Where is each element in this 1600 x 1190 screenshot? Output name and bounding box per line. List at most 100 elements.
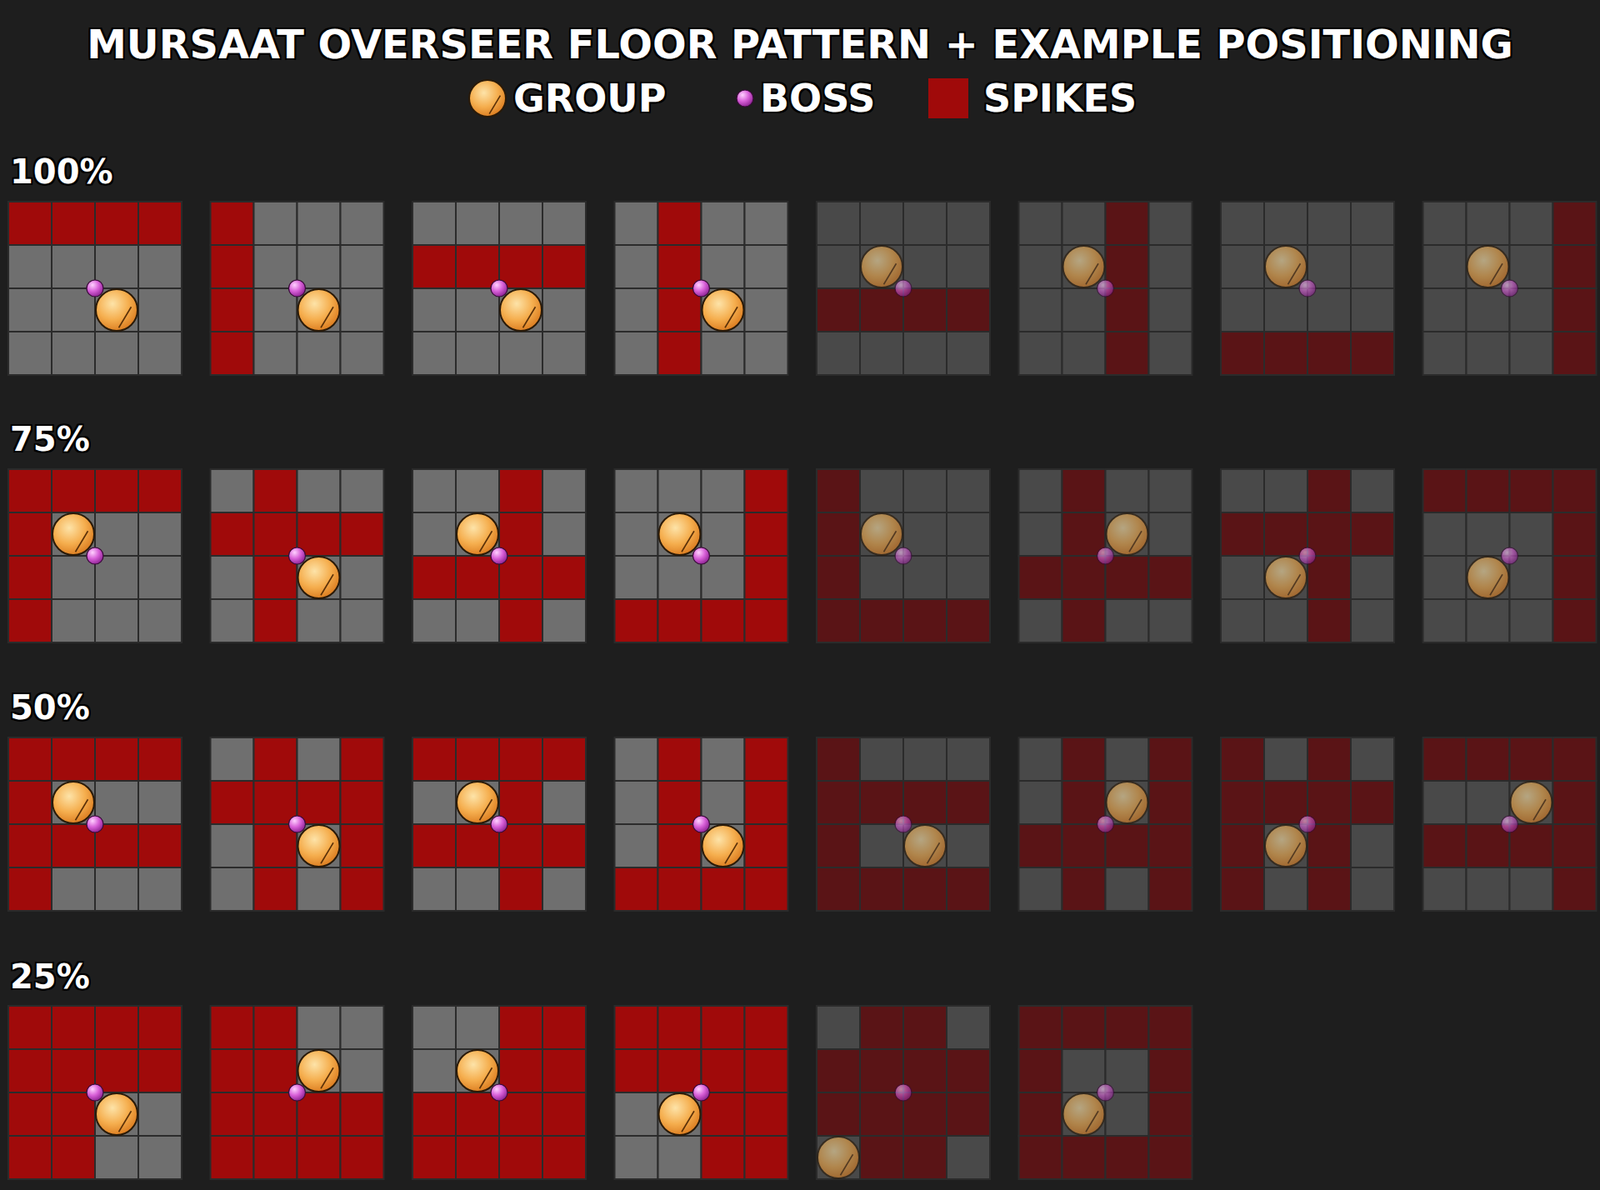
group-mark [884, 530, 897, 552]
floor-tile [95, 1092, 139, 1136]
spike-tile [1553, 780, 1597, 825]
spike-tile [210, 1092, 255, 1136]
floor-tile [297, 201, 341, 245]
floor-grid [1423, 469, 1597, 643]
group-icon [1510, 781, 1553, 824]
floor-grid [8, 1005, 182, 1180]
floor-tile [1264, 469, 1308, 513]
spike-tile [1220, 824, 1265, 868]
spike-tile [1149, 1049, 1193, 1093]
group-circle [456, 1050, 499, 1092]
floor-tile [51, 599, 95, 643]
floor-tile [138, 331, 182, 375]
spike-tile [542, 1049, 586, 1093]
floor-tile [95, 555, 139, 600]
floor-grid [1220, 469, 1395, 643]
floor-tile [1019, 288, 1063, 332]
spike-tile [499, 780, 543, 825]
spike-tile [455, 555, 500, 600]
group-circle [1265, 556, 1307, 599]
spike-tile [542, 1135, 586, 1180]
floor-grid [1019, 201, 1193, 375]
floor-tile [1510, 245, 1554, 289]
floor-tile [615, 1092, 659, 1136]
floor-tile [1307, 245, 1351, 289]
spike-tile [340, 737, 385, 781]
spike-tile [701, 1049, 745, 1093]
spike-tile [297, 1092, 341, 1136]
floor-tile [138, 512, 182, 556]
floor-tile [1019, 737, 1063, 781]
spike-tile [1553, 512, 1597, 556]
floor-tile [542, 780, 586, 825]
group-mark [1288, 263, 1301, 285]
spike-tile [455, 1135, 500, 1180]
group-mark [725, 842, 738, 864]
group-icon [904, 825, 946, 867]
boss-icon [693, 547, 710, 565]
floor-tile [51, 780, 95, 825]
spike-tile [542, 555, 586, 600]
floor-tile [297, 331, 341, 375]
spike-tile [499, 1135, 543, 1180]
boss-circle [1097, 815, 1115, 833]
floor-tile [1264, 288, 1308, 332]
group-icon [456, 1050, 499, 1092]
boss-icon [490, 280, 508, 297]
boss-circle [895, 547, 912, 565]
floor-tile [1220, 469, 1265, 513]
group-icon [298, 289, 340, 331]
spike-tile [51, 824, 95, 868]
floor-tile [542, 201, 586, 245]
spike-tile [816, 867, 860, 911]
spike-tile [816, 1049, 860, 1093]
spike-tile [1105, 1135, 1150, 1180]
floor-tile [8, 245, 52, 289]
floor-tile [1510, 555, 1554, 600]
floor-tile [615, 469, 659, 513]
spike-tile [1423, 737, 1467, 781]
spike-tile [745, 555, 789, 600]
boss-icon [289, 815, 306, 833]
spike-tile [1149, 1135, 1193, 1180]
spike-tile [455, 824, 500, 868]
group-icon [1265, 556, 1307, 599]
spike-tile [254, 780, 298, 825]
floor-tile [1105, 469, 1150, 513]
spike-tile [8, 737, 52, 781]
group-circle [500, 289, 542, 331]
floor-tile [1350, 737, 1395, 781]
floor-tile [499, 331, 543, 375]
boss-circle [895, 815, 912, 833]
spike-tile [1307, 780, 1351, 825]
spike-tile [138, 824, 182, 868]
spike-tile [1019, 1135, 1063, 1180]
boss-icon [1501, 815, 1519, 833]
spike-tile [903, 1049, 947, 1093]
row-label: 25% [10, 960, 90, 994]
spike-tile [658, 245, 702, 289]
floor-tile [138, 1135, 182, 1180]
group-icon [1063, 1093, 1105, 1135]
title: MURSAAT OVERSEER FLOOR PATTERN + EXAMPLE… [86, 25, 1514, 65]
group-mark [1129, 799, 1142, 820]
floor-tile [455, 512, 500, 556]
spike-tile [1423, 469, 1467, 513]
floor-tile [51, 331, 95, 375]
boss-icon [86, 815, 104, 833]
group-icon [1265, 825, 1307, 867]
floor-tile [615, 555, 659, 600]
spike-tile [701, 1135, 745, 1180]
boss-icon [736, 90, 754, 107]
floor-tile [816, 201, 860, 245]
spike-tile [745, 824, 789, 868]
spike-tile [1149, 780, 1193, 825]
floor-tile [542, 512, 586, 556]
floor-tile [1149, 331, 1193, 375]
spike-tile [1553, 867, 1597, 911]
floor-grid [1423, 737, 1597, 911]
boss-circle [693, 547, 710, 565]
legend-swatch [928, 78, 969, 119]
floor-tile [297, 555, 341, 600]
floor-grid [816, 1005, 990, 1180]
